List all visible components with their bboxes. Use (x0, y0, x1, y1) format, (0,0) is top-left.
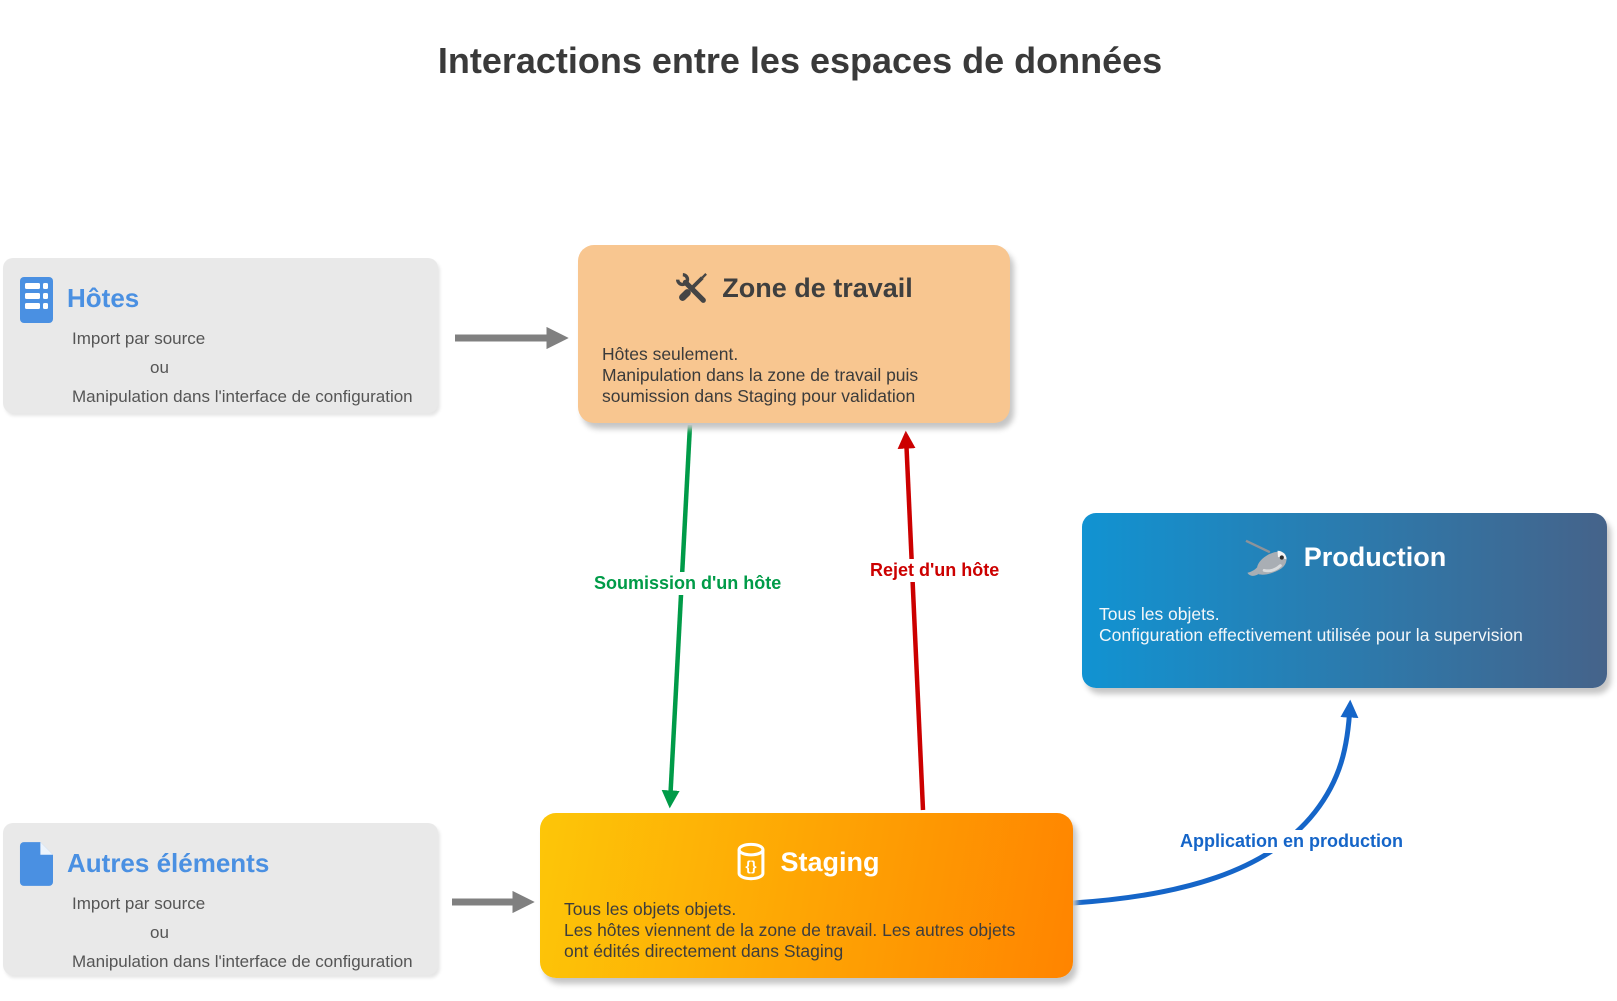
box-hotes-title: Hôtes (67, 283, 140, 313)
text-line: ou (150, 923, 169, 942)
document-icon (19, 842, 53, 886)
box-staging-body: Tous les objets objets. Les hôtes vienne… (564, 899, 1015, 962)
box-production: Production Tous les objets. Configuratio… (1082, 513, 1607, 688)
text-line: Hôtes seulement. (602, 344, 739, 364)
box-zone-de-travail: Zone de travail Hôtes seulement. Manipul… (578, 245, 1010, 423)
box-production-body: Tous les objets. Configuration effective… (1099, 604, 1523, 646)
arrow-application (1072, 699, 1359, 906)
box-hotes: Hôtes Import par source ou Manipulation … (3, 258, 438, 413)
tools-icon (676, 272, 708, 303)
text-line: Manipulation dans l'interface de configu… (72, 952, 413, 971)
database-braces-glyph: {} (745, 859, 757, 875)
server-icon (20, 277, 53, 323)
text-line: soumission dans Staging pour validation (602, 386, 916, 406)
fish-icon (1245, 539, 1287, 576)
text-line: Manipulation dans l'interface de configu… (72, 387, 413, 406)
text-line: ont édités directement dans Staging (564, 941, 844, 961)
box-hotes-lines: Import par source ou Manipulation dans l… (72, 324, 413, 411)
label-rejet: Rejet d'un hôte (866, 559, 1004, 582)
text-line: Configuration effectivement utilisée pou… (1099, 625, 1523, 645)
box-zone-title-row: Zone de travail (578, 272, 1010, 304)
box-production-title-row: Production (1082, 536, 1607, 578)
box-staging: {} Staging Tous les objets objets. Les h… (540, 813, 1073, 978)
label-application: Application en production (1176, 830, 1407, 853)
arrow-rejet (897, 430, 926, 811)
text-line: Tous les objets objets. (564, 899, 737, 919)
text-line: Import par source (72, 894, 206, 913)
box-zone-body: Hôtes seulement. Manipulation dans la zo… (602, 344, 918, 407)
box-staging-title: Staging (780, 846, 880, 877)
label-soumission: Soumission d'un hôte (590, 572, 786, 595)
box-staging-title-row: {} Staging (540, 842, 1073, 882)
box-zone-title: Zone de travail (722, 272, 913, 303)
text-line: Import par source (72, 329, 206, 348)
text-line: Les hôtes viennent de la zone de travail… (564, 920, 1016, 940)
box-autres-lines: Import par source ou Manipulation dans l… (72, 889, 413, 976)
text-line: ou (150, 358, 169, 377)
text-line: Tous les objets. (1099, 604, 1220, 624)
box-production-title: Production (1303, 541, 1447, 572)
database-icon: {} (737, 842, 764, 881)
box-autres-title: Autres éléments (67, 848, 270, 878)
box-autres-elements: Autres éléments Import par source ou Man… (3, 823, 438, 975)
page-title: Interactions entre les espaces de donnée… (437, 40, 1163, 81)
arrow-soumission (661, 424, 693, 809)
text-line: Manipulation dans la zone de travail pui… (602, 365, 919, 385)
